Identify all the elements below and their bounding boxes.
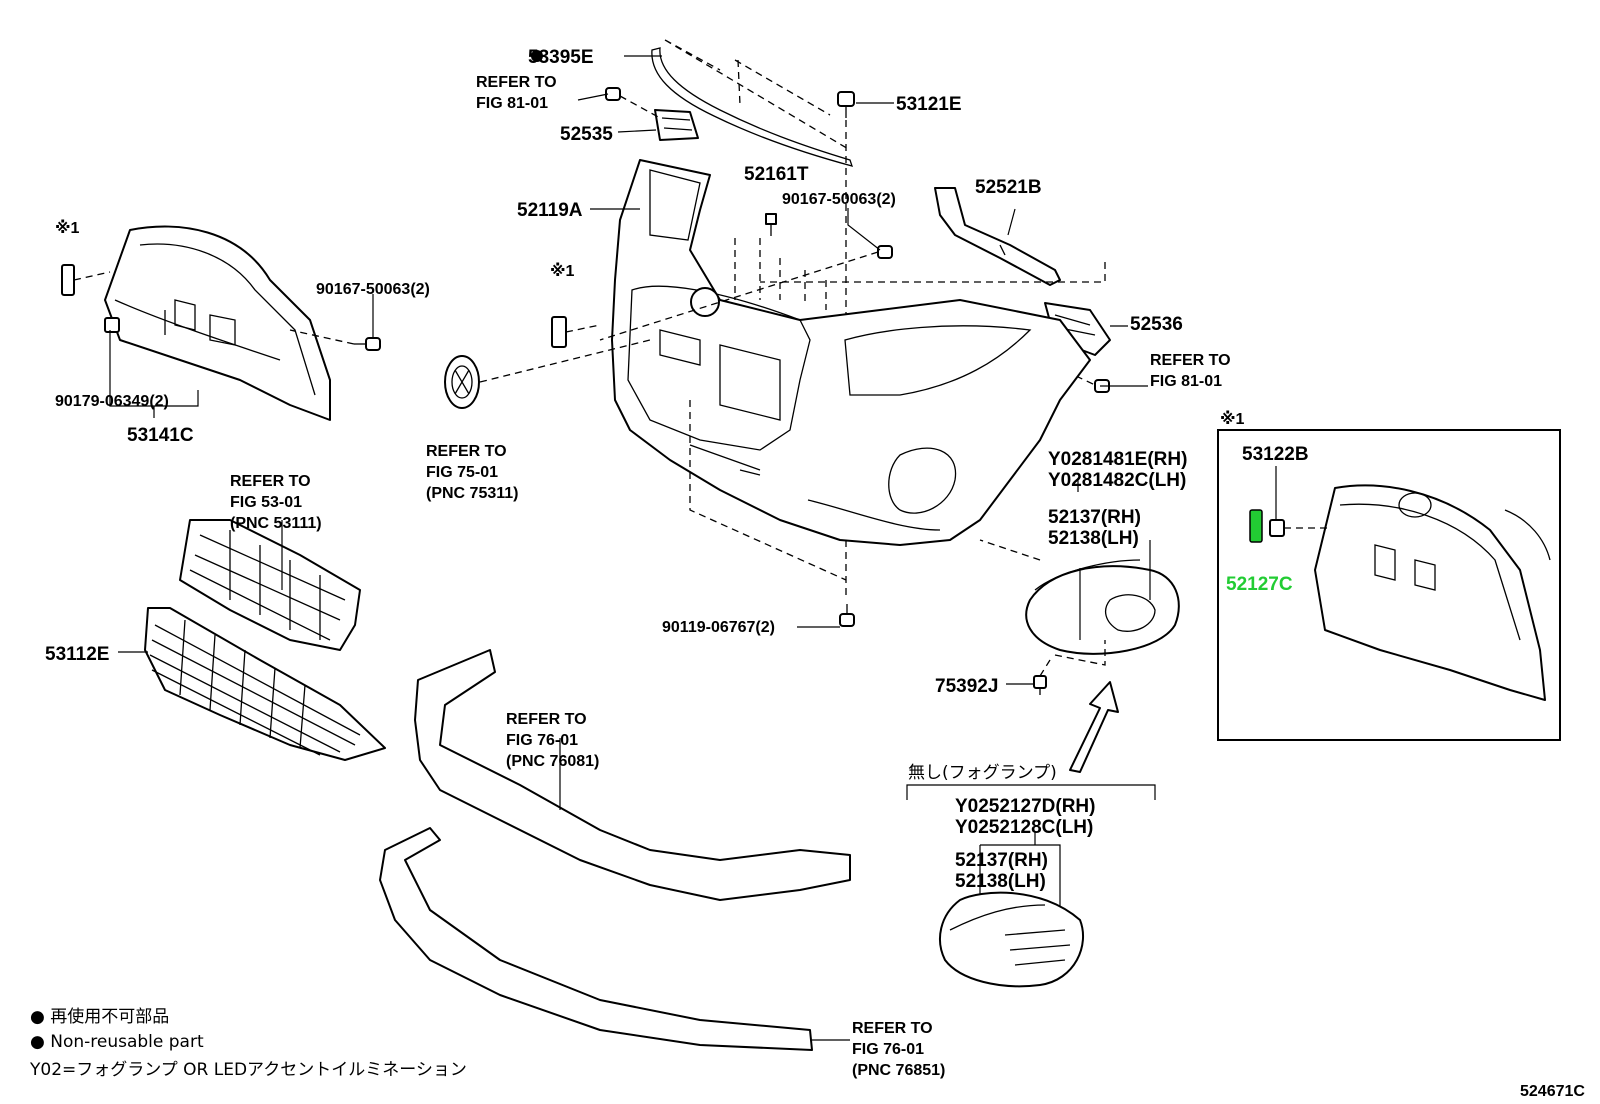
- upper-grille-refer-53[interactable]: [179, 519, 361, 651]
- legend-en: ● Non-reusable part: [30, 1032, 204, 1052]
- legend-jp: ● 再使用不可部品: [30, 1006, 169, 1027]
- label-Y0281482C: Y0281482C(LH): [1048, 470, 1186, 491]
- label-refer-75-b: FIG 75-01: [426, 464, 498, 481]
- lower-grille-53112E[interactable]: [144, 607, 386, 761]
- label-refer-76081-b: FIG 76-01: [506, 732, 578, 749]
- label-52127C[interactable]: 52127C: [1226, 574, 1293, 595]
- moulding-53395E[interactable]: [651, 47, 853, 167]
- label-refer-75-a: REFER TO: [426, 443, 507, 460]
- label-52138-b: 52138(LH): [955, 871, 1046, 892]
- clip-52127C[interactable]: [1249, 509, 1263, 543]
- label-Y0252127D: Y0252127D(RH): [955, 796, 1095, 817]
- bracket-52521B[interactable]: [934, 187, 1061, 286]
- label-no-fog: 無し(フォグランプ): [908, 763, 1057, 783]
- bracket-52535[interactable]: [654, 109, 699, 141]
- legend-y02: Y02=フォグランプ OR LEDアクセントイルミネーション: [29, 1060, 467, 1080]
- label-Y0281481E: Y0281481E(RH): [1048, 449, 1187, 470]
- clip-53122B[interactable]: [1269, 519, 1285, 537]
- label-52535: 52535: [560, 124, 613, 145]
- label-90167-top: 90167-50063(2): [782, 191, 896, 208]
- lower-trim-refer-76851[interactable]: [379, 827, 813, 1051]
- label-refer-81-top-b: FIG 81-01: [476, 95, 548, 112]
- label-Y0252128C: Y0252128C(LH): [955, 817, 1093, 838]
- label-mark1-mid: ※1: [550, 262, 575, 280]
- label-refer-76851-c: (PNC 76851): [852, 1062, 945, 1079]
- label-52137-a: 52137(RH): [1048, 507, 1141, 528]
- fog-bezel-Y0252127D[interactable]: [939, 891, 1085, 988]
- bumper-cover-52119A[interactable]: [611, 159, 1091, 546]
- clip-mark1-mid[interactable]: [551, 316, 567, 348]
- label-90167-left: 90167-50063(2): [316, 281, 430, 298]
- label-refer-76851-a: REFER TO: [852, 1020, 933, 1037]
- bolt-90167-left[interactable]: [354, 337, 381, 351]
- label-53395E: 53395E: [528, 47, 594, 68]
- label-52119A: 52119A: [517, 200, 583, 221]
- label-refer-81-right-b: FIG 81-01: [1150, 373, 1222, 390]
- label-90119: 90119-06767(2): [662, 619, 775, 636]
- label-52521B: 52521B: [975, 177, 1042, 198]
- label-52137-b: 52137(RH): [955, 850, 1048, 871]
- grille-panel-53141C[interactable]: [104, 225, 331, 421]
- emblem-refer-75[interactable]: [444, 355, 480, 409]
- label-refer-53-a: REFER TO: [230, 473, 311, 490]
- label-refer-81-right-a: REFER TO: [1150, 352, 1231, 369]
- label-refer-76851-b: FIG 76-01: [852, 1041, 924, 1058]
- label-53121E: 53121E: [896, 94, 962, 115]
- label-refer-53-c: (PNC 53111): [230, 515, 322, 532]
- label-53141C: 53141C: [127, 425, 194, 446]
- label-53122B: 53122B: [1242, 444, 1309, 465]
- lower-spoiler-refer-76081[interactable]: [414, 649, 851, 901]
- arrow-up: [1069, 681, 1119, 773]
- label-refer-81-top-a: REFER TO: [476, 74, 557, 91]
- inset-box-mark1: [1217, 429, 1561, 741]
- bolt-90167-top[interactable]: [877, 245, 893, 259]
- screw-90119[interactable]: [839, 604, 855, 627]
- label-52536: 52536: [1130, 314, 1183, 335]
- clip-75392J[interactable]: [1033, 675, 1047, 695]
- label-90179: 90179-06349(2): [55, 393, 169, 410]
- clip-53121E[interactable]: [837, 91, 855, 118]
- label-52161T: 52161T: [744, 164, 809, 185]
- label-75392J: 75392J: [935, 676, 998, 697]
- non-reusable-dot: [531, 50, 543, 62]
- fog-bezel-Y0281481E[interactable]: [1025, 559, 1180, 655]
- clip-mark1-left[interactable]: [61, 264, 75, 296]
- clip-90179[interactable]: [104, 317, 120, 333]
- label-52138-a: 52138(LH): [1048, 528, 1139, 549]
- label-53112E: 53112E: [45, 644, 109, 665]
- label-refer-75-c: (PNC 75311): [426, 485, 519, 502]
- label-mark1-left: ※1: [55, 219, 80, 237]
- label-refer-76081-c: (PNC 76081): [506, 753, 599, 770]
- bolt-refer-81-top: [605, 87, 621, 101]
- diagram-id: 524671C: [1520, 1083, 1585, 1100]
- label-mark1-box: ※1: [1220, 410, 1245, 428]
- label-refer-76081-a: REFER TO: [506, 711, 587, 728]
- screw-52161T[interactable]: [765, 213, 777, 236]
- label-refer-53-b: FIG 53-01: [230, 494, 302, 511]
